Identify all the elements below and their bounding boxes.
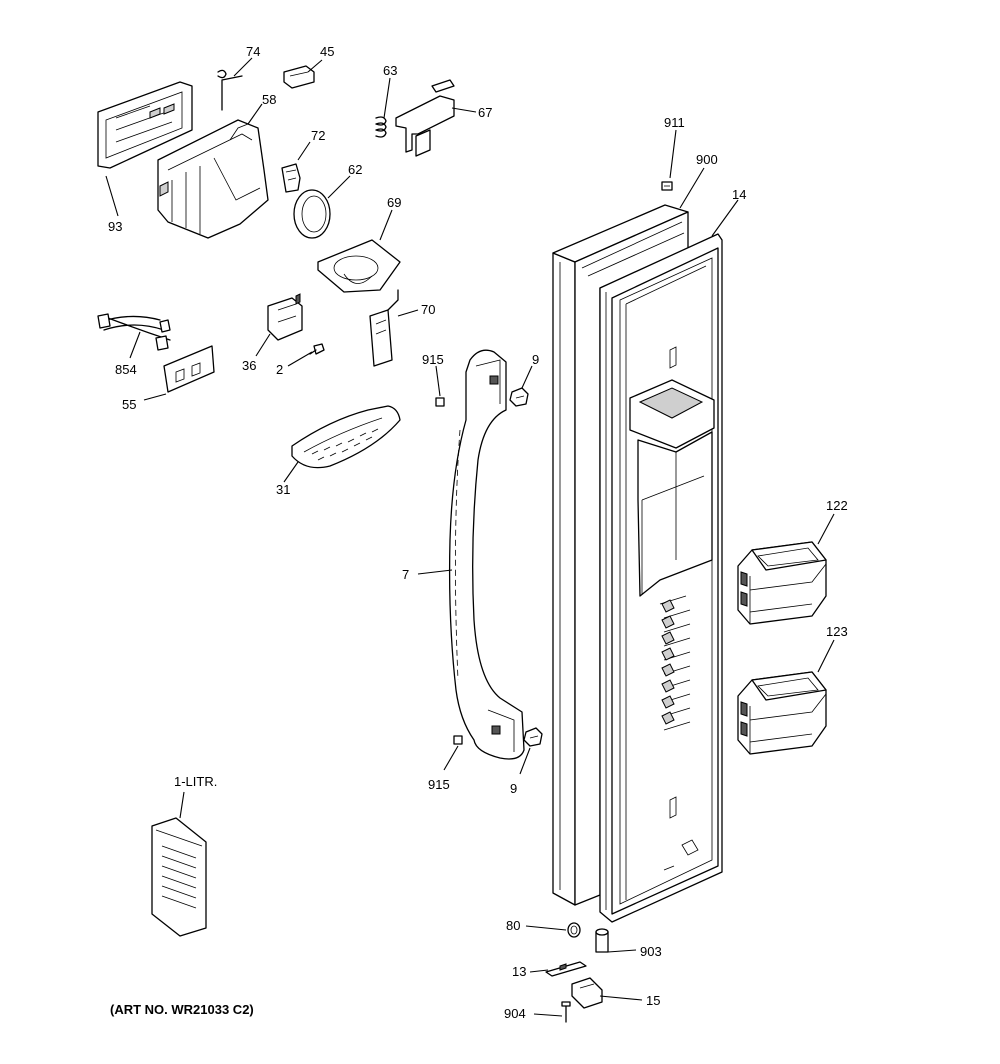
screw-911-part	[661, 181, 673, 191]
leader-lines	[105, 57, 835, 1017]
callout-915-bottom: 915	[428, 777, 450, 792]
plate-55-part	[163, 345, 215, 393]
bracket-36-part	[267, 293, 303, 341]
callout-70: 70	[421, 302, 435, 317]
solenoid-67-part	[395, 79, 455, 157]
door-bin-123-part	[737, 671, 827, 755]
callout-62: 62	[348, 162, 362, 177]
callout-80: 80	[506, 918, 520, 933]
door-bin-122-part	[737, 541, 827, 625]
callout-2: 2	[276, 362, 283, 377]
handle-7-part	[448, 349, 525, 760]
pin-903-part	[595, 928, 609, 953]
callout-55: 55	[122, 397, 136, 412]
callout-9-bottom: 9	[510, 781, 517, 796]
callout-45: 45	[320, 44, 334, 59]
callout-911: 911	[664, 115, 685, 130]
callout-915-top: 915	[422, 352, 444, 367]
spring-63-part	[375, 116, 387, 138]
callout-15: 15	[646, 993, 660, 1008]
callout-13: 13	[512, 964, 526, 979]
callout-74: 74	[246, 44, 260, 59]
callout-7: 7	[402, 567, 409, 582]
callout-58: 58	[262, 92, 276, 107]
switch-72-part	[281, 163, 301, 193]
callout-63: 63	[383, 63, 397, 78]
control-panel-93-part	[97, 81, 193, 169]
callout-900: 900	[696, 152, 718, 167]
callout-72: 72	[311, 128, 325, 143]
chute-69-part	[317, 239, 401, 293]
screw-904-part	[561, 1001, 571, 1023]
bracket-13-part	[545, 961, 587, 977]
door-liner-part	[599, 233, 723, 923]
callout-36: 36	[242, 358, 256, 373]
switch-70-part	[369, 289, 399, 367]
screw-2-part	[309, 343, 325, 355]
bushing-80-part	[567, 922, 581, 938]
callout-904: 904	[504, 1006, 526, 1021]
spring-74-part	[217, 69, 243, 111]
callout-labels: 74 45 63 67 58 72 62 93 69 70 854 36 2 5…	[108, 44, 848, 1021]
literature-1-litr-part	[151, 817, 207, 937]
door-outer-shell-part	[552, 204, 689, 906]
callout-122: 122	[826, 498, 848, 513]
plug-915-bottom-part	[453, 735, 463, 745]
plug-915-top-part	[435, 397, 445, 407]
callout-14: 14	[732, 187, 746, 202]
callout-67: 67	[478, 105, 492, 120]
bracket-45-part	[283, 65, 315, 89]
ring-62-part	[293, 189, 331, 239]
callout-93: 93	[108, 219, 122, 234]
harness-854-part	[97, 313, 171, 351]
callout-1-litr: 1-LITR.	[174, 774, 217, 789]
callout-903: 903	[640, 944, 662, 959]
callout-31: 31	[276, 482, 290, 497]
art-number: (ART NO. WR21033 C2)	[110, 1002, 254, 1017]
callout-69: 69	[387, 195, 401, 210]
hinge-15-part	[571, 977, 603, 1009]
screw-9-bottom-part	[523, 727, 543, 747]
callout-9-top: 9	[532, 352, 539, 367]
drip-tray-31-part	[291, 405, 401, 469]
screw-9-top-part	[509, 387, 529, 407]
callout-854: 854	[115, 362, 137, 377]
callout-123: 123	[826, 624, 848, 639]
